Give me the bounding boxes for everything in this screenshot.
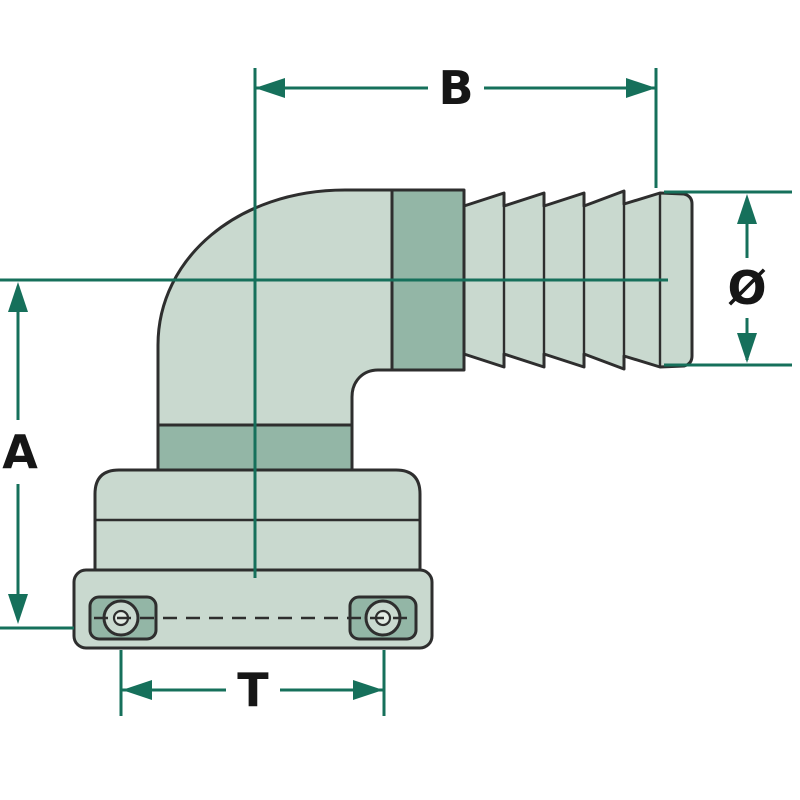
fitting-body (72, 188, 694, 650)
dimension-b: B (253, 61, 658, 578)
dimension-label-t: T (237, 663, 269, 717)
dimension-label-diameter: Ø (727, 261, 766, 315)
dimension-label-a: A (2, 425, 38, 479)
dimension-t: T (119, 650, 386, 717)
elbow-pipe (156, 188, 394, 427)
dimension-a: A (0, 282, 74, 630)
flange-plate (72, 568, 434, 650)
dimension-label-b: B (438, 61, 473, 115)
dimension-diameter: Ø (664, 190, 792, 367)
